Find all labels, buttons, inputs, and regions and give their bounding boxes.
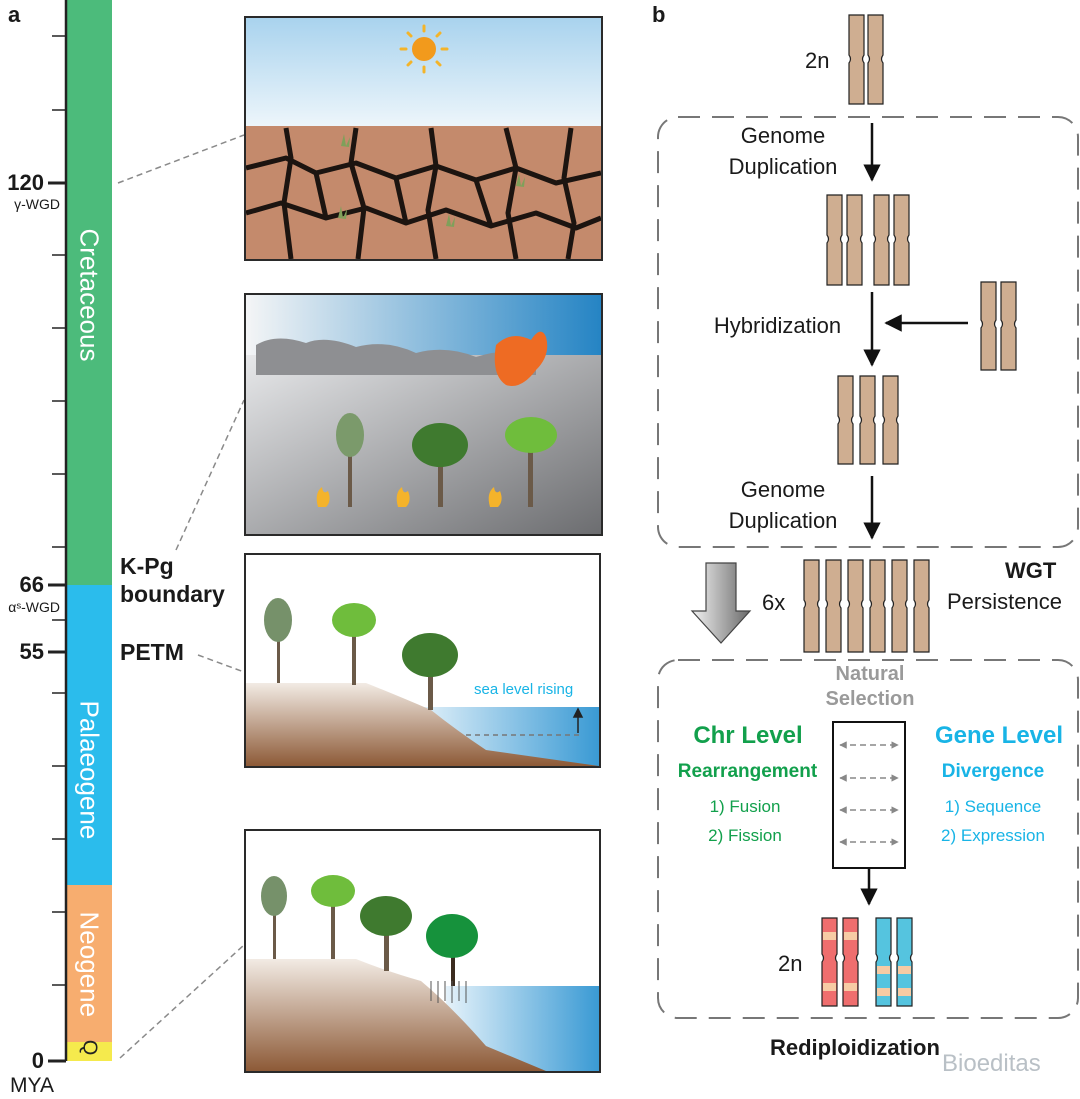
- chromosome-bands: [823, 932, 911, 996]
- scene-kpg-fire: [244, 293, 603, 536]
- scene-sea-level: [244, 553, 601, 768]
- scene-drought: [244, 16, 603, 261]
- ploidy-2n-final: 2n: [778, 951, 803, 976]
- chr-level-sub: Rearrangement: [677, 761, 818, 782]
- sea-level-label: sea level rising: [474, 681, 574, 698]
- tick-label-0: 0: [31, 1048, 44, 1073]
- forest-trees: [336, 413, 557, 507]
- big-down-arrow: [690, 562, 752, 644]
- smoke-clouds: [256, 338, 536, 375]
- kpg-line2: boundary: [120, 581, 225, 607]
- coast-soil: [246, 683, 599, 766]
- timeline-axis: [48, 0, 112, 1063]
- flow-diagram-graphics: [657, 14, 1079, 1019]
- tick-sub-alpha-wgd: αˢ-WGD: [8, 599, 60, 615]
- step-genome-duplication-1: Genome Duplication: [698, 120, 868, 182]
- rediploidization-label: Rediploidization: [770, 1035, 940, 1060]
- selection-box: [832, 721, 906, 869]
- sun-icon: [399, 24, 449, 74]
- chr-level-items: 1) Fusion 2) Fission: [680, 792, 810, 850]
- chromosomes-4n: [826, 194, 910, 286]
- wgt-label: WGT: [1005, 558, 1057, 583]
- fire-flames: [494, 331, 548, 386]
- modern-trees: [261, 875, 478, 986]
- axis-unit-label: MYA: [10, 1074, 54, 1097]
- tick-label-120: 120: [7, 170, 44, 195]
- rising-arrow-icon: [572, 707, 584, 733]
- watermark-text: Bioeditas: [942, 1050, 1041, 1077]
- minor-ticks: [52, 35, 66, 986]
- chromosomes-2n-top: [848, 14, 884, 105]
- chr-level-heading: Chr Level: [693, 722, 803, 749]
- tick-sub-gamma-wgd: γ-WGD: [14, 196, 60, 212]
- chr-item-fission: 2) Fission: [708, 826, 782, 845]
- step-genome-duplication-2: Genome Duplication: [698, 474, 868, 536]
- tick-label-66: 66: [19, 572, 44, 597]
- selection-line1: Natural: [835, 663, 905, 685]
- period-bar-quaternary: [66, 1042, 112, 1061]
- period-bar-palaeogene: [66, 585, 112, 885]
- gene-item-expression: 2) Expression: [941, 826, 1045, 845]
- panel-letter-a: a: [8, 2, 21, 27]
- major-ticks: [48, 181, 66, 1063]
- petm-label: PETM: [120, 639, 184, 665]
- dry-grass: [338, 134, 525, 227]
- chromosomes-donor: [980, 281, 1017, 371]
- period-bar-cretaceous: [66, 0, 112, 585]
- chromosomes-6x: [803, 559, 930, 653]
- coastal-trees: [264, 598, 458, 710]
- step3-line1: Genome: [740, 477, 826, 502]
- step1-line2: Duplication: [728, 154, 838, 179]
- ground-cracks: [246, 127, 601, 259]
- ploidy-6x: 6x: [762, 590, 786, 615]
- step3-line2: Duplication: [728, 508, 838, 533]
- gene-level-heading: Gene Level: [934, 722, 1064, 749]
- persistence-label: Persistence: [947, 589, 1062, 614]
- natural-selection-label: Natural Selection: [800, 662, 940, 712]
- ground-fires: [316, 487, 502, 507]
- mangrove-roots: [430, 981, 467, 1003]
- panel-letter-b: b: [652, 2, 666, 27]
- scene-connectors: [117, 134, 245, 1059]
- kpg-line1: K-Pg: [120, 553, 174, 579]
- rediploidization-group-box: [657, 659, 1079, 1019]
- kpg-boundary-label: K-Pg boundary: [120, 552, 225, 608]
- ploidy-2n-top: 2n: [805, 48, 830, 73]
- chr-item-fusion: 1) Fusion: [709, 797, 781, 816]
- gene-level-items: 1) Sequence 2) Expression: [918, 792, 1068, 850]
- coast-soil-modern: [246, 959, 546, 1071]
- chromosomes-3: [837, 375, 899, 465]
- scene-modern-coast: [244, 829, 601, 1073]
- gene-level-sub: Divergence: [941, 761, 1045, 782]
- cracked-ground: [246, 126, 601, 259]
- timeline: [0, 0, 115, 1099]
- selection-line2: Selection: [825, 688, 915, 710]
- tick-label-55: 55: [19, 639, 44, 664]
- step-hybridization: Hybridization: [713, 313, 842, 338]
- duplication-group-box: [657, 116, 1079, 548]
- period-bar-neogene: [66, 885, 112, 1042]
- gene-item-sequence: 1) Sequence: [944, 797, 1042, 816]
- step1-line1: Genome: [740, 123, 826, 148]
